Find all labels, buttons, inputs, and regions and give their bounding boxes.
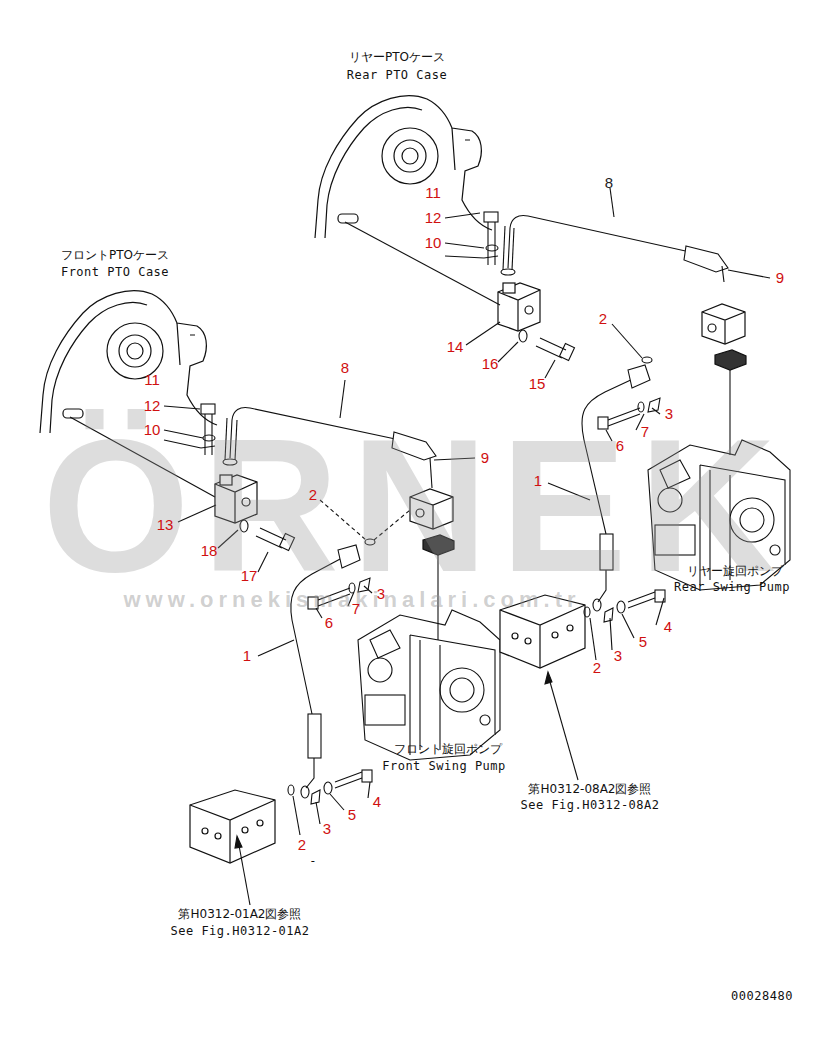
callout-number: 10 xyxy=(144,422,161,439)
callout-number: 2 xyxy=(309,487,317,504)
callout-number: 15 xyxy=(529,376,546,393)
callout-number: 16 xyxy=(482,356,499,373)
callout-number: 10 xyxy=(425,235,442,252)
reference-note-jp: 第H0312-01A2図参照 xyxy=(178,908,301,921)
reference-note: See Fig.H0312-01A2 xyxy=(170,925,309,938)
callout-number: 13 xyxy=(157,517,174,534)
part-caption-jp: リヤーPTOケース xyxy=(349,51,445,64)
dash-mark: - xyxy=(309,855,317,868)
callout-number: 9 xyxy=(776,270,784,287)
part-caption-jp: リヤー旋回ポンプ xyxy=(687,565,783,578)
part-caption-jp: フロント旋回ポンプ xyxy=(394,743,502,756)
drawing-number: 00028480 xyxy=(731,990,793,1003)
callout-number: 9 xyxy=(481,450,489,467)
watermark: ÖRNEK xyxy=(42,410,788,600)
callout-number: 2 xyxy=(298,837,306,854)
callout-number: 3 xyxy=(377,586,385,603)
part-caption: Rear PTO Case xyxy=(347,69,447,82)
callout-number: 12 xyxy=(144,398,161,415)
callout-number: 3 xyxy=(614,648,622,665)
reference-note-jp: 第H0312-08A2図参照 xyxy=(528,783,651,796)
callout-number: 11 xyxy=(425,185,441,202)
part-caption: Rear Swing Pump xyxy=(674,581,790,594)
part-caption-jp: フロントPTOケース xyxy=(61,249,169,262)
callout-number: 6 xyxy=(616,438,624,455)
callout-number: 8 xyxy=(605,175,613,192)
callout-number: 4 xyxy=(664,619,672,636)
callout-number: 1 xyxy=(243,648,251,665)
callout-number: 12 xyxy=(425,210,442,227)
callout-number: 7 xyxy=(352,601,360,618)
callout-number: 3 xyxy=(665,406,673,423)
callout-number: 1 xyxy=(534,473,542,490)
part-caption: Front Swing Pump xyxy=(382,760,506,773)
callout-number: 3 xyxy=(323,821,331,838)
callout-number: 5 xyxy=(639,634,647,651)
callout-number: 17 xyxy=(241,568,258,585)
callout-number: 4 xyxy=(373,794,381,811)
callout-number: 8 xyxy=(341,360,349,377)
callout-number: 2 xyxy=(593,660,601,677)
callout-number: 5 xyxy=(348,807,356,824)
part-caption: Front PTO Case xyxy=(61,266,169,279)
callout-number: 18 xyxy=(201,543,218,560)
callout-number: 7 xyxy=(641,424,649,441)
callout-number: 14 xyxy=(447,339,464,356)
callout-number: 11 xyxy=(144,372,160,389)
callout-number: 2 xyxy=(599,311,607,328)
callout-number: 6 xyxy=(325,615,333,632)
reference-note: See Fig.H0312-08A2 xyxy=(520,799,659,812)
